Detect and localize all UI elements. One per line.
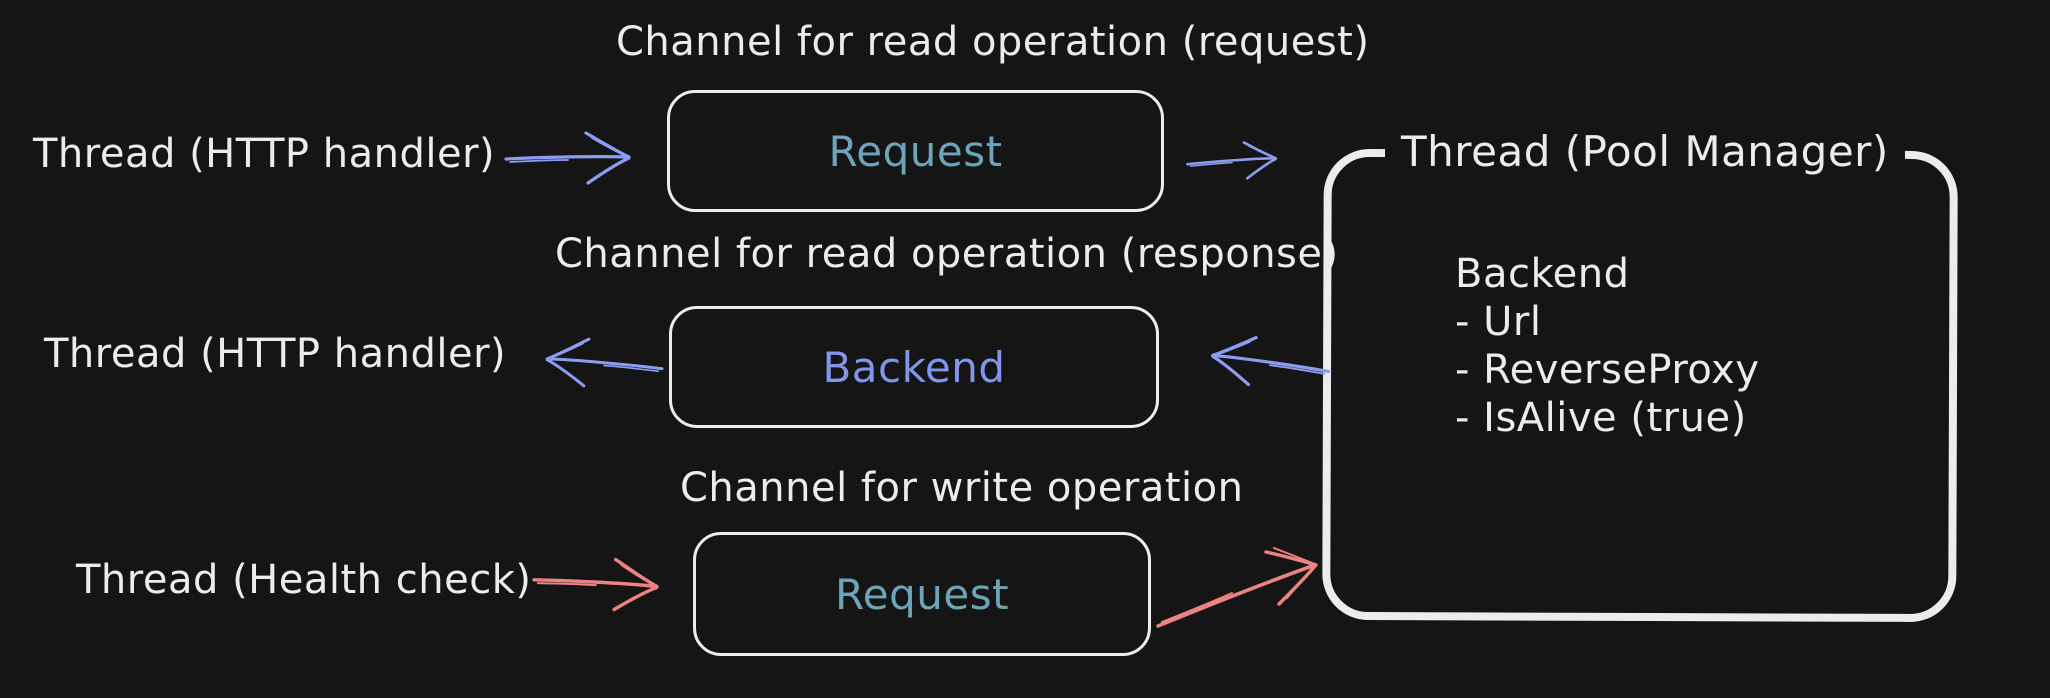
arrow-pool-manager-to-backend-icon (1211, 336, 1331, 387)
thread-pool-manager-label: Thread (Pool Manager) (1385, 126, 1905, 178)
arrow-health-check-to-request-icon (532, 557, 659, 612)
arrow-http-handler-to-request-icon (504, 131, 631, 185)
arrow-backend-to-http-handler-icon (545, 337, 664, 388)
backend-box: Backend (669, 306, 1159, 428)
backend-item-reverseproxy: - ReverseProxy (1455, 347, 1760, 393)
request-box-read: Request (667, 90, 1164, 212)
thread-health-check-label: Thread (Health check) (76, 557, 532, 603)
pool-manager-content: Backend - Url - ReverseProxy - IsAlive (… (1455, 250, 1760, 442)
request-box-write-label: Request (834, 569, 1010, 619)
channel-title-write: Channel for write operation (680, 465, 1244, 511)
thread-http-handler-label-middle: Thread (HTTP handler) (44, 331, 507, 377)
backend-box-label: Backend (822, 342, 1006, 392)
arrow-request-to-pool-manager-icon (1186, 141, 1278, 180)
request-box-write: Request (693, 532, 1151, 656)
channel-title-read-request: Channel for read operation (request) (616, 19, 1370, 65)
request-box-read-label: Request (828, 126, 1003, 176)
channel-title-read-response: Channel for read operation (response) (555, 231, 1339, 277)
backend-item-url: - Url (1455, 299, 1542, 345)
backend-heading: Backend (1455, 251, 1630, 297)
arrow-write-request-to-pool-manager-icon (1156, 547, 1318, 628)
thread-http-handler-label-top: Thread (HTTP handler) (33, 131, 496, 177)
backend-item-isalive: - IsAlive (true) (1455, 395, 1747, 441)
